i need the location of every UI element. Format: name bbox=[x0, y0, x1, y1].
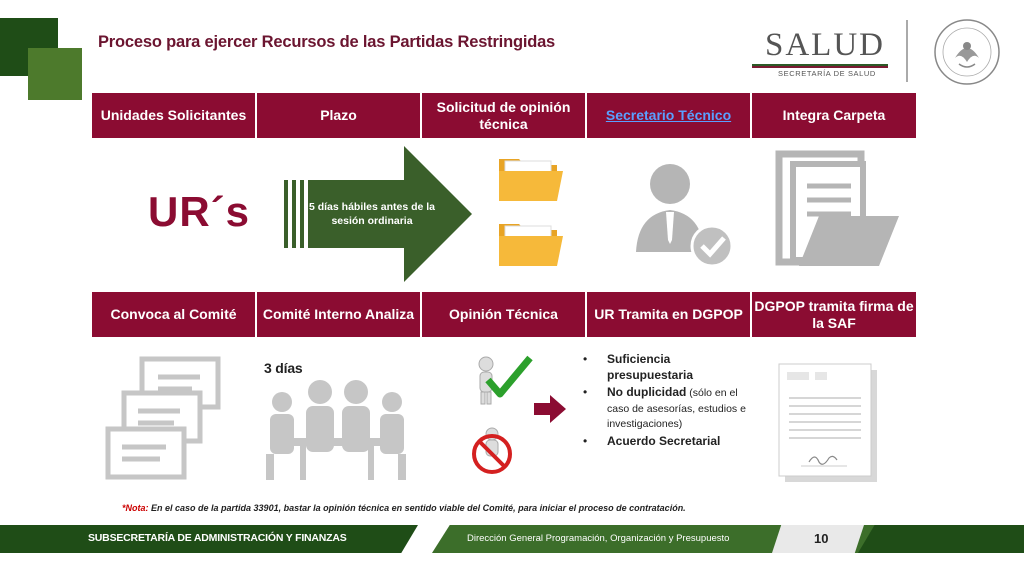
plazo-description: 5 días hábiles antes de la sesión ordina… bbox=[308, 201, 436, 228]
header-opinion-tecnica: Opinión Técnica bbox=[422, 292, 585, 337]
page-number-box bbox=[772, 525, 864, 553]
salud-logo-subtitle: SECRETARÍA DE SALUD bbox=[778, 69, 876, 78]
dias-label: 3 días bbox=[264, 360, 303, 376]
arrow-right-icon bbox=[284, 146, 472, 282]
opinion-criteria-list: Suficiencia presupuestaria No duplicidad… bbox=[577, 352, 752, 452]
arrow-right-icon bbox=[534, 395, 566, 423]
list-item: No duplicidad (sólo en el caso de asesor… bbox=[577, 385, 752, 432]
meeting-people-icon bbox=[266, 380, 406, 480]
note-label: *Nota: bbox=[122, 503, 149, 513]
list-item: Acuerdo Secretarial bbox=[577, 434, 752, 450]
partida-note: *Nota: En el caso de la partida 33901, b… bbox=[122, 503, 686, 513]
header-integra-carpeta: Integra Carpeta bbox=[752, 93, 916, 138]
footer-left-bar bbox=[0, 525, 418, 553]
page-title: Proceso para ejercer Recursos de las Par… bbox=[98, 33, 556, 51]
folder-icon bbox=[499, 224, 563, 266]
documents-folder-icon bbox=[775, 150, 899, 266]
header-convoca-comite: Convoca al Comité bbox=[92, 292, 255, 337]
header-ur-tramita: UR Tramita en DGPOP bbox=[587, 292, 750, 337]
header-dgpop-tramita: DGPOP tramita firma de la SAF bbox=[752, 292, 916, 337]
reject-figure-icon bbox=[472, 427, 512, 474]
stacked-cards-icon bbox=[105, 356, 221, 480]
salud-logo-word: SALUD bbox=[765, 27, 886, 63]
signed-document-icon bbox=[778, 363, 877, 482]
header-solicitud-opinion: Solicitud de opinión técnica bbox=[422, 93, 585, 138]
header-unidades-solicitantes: Unidades Solicitantes bbox=[92, 93, 255, 138]
logo-divider bbox=[906, 20, 908, 82]
urs-label: UR´s bbox=[148, 188, 251, 235]
logo-line-red bbox=[752, 66, 888, 68]
page-number: 10 bbox=[814, 531, 829, 546]
header-plazo: Plazo bbox=[257, 93, 420, 138]
national-seal-icon bbox=[934, 19, 1000, 85]
footer-subsecretaria: SUBSECRETARÍA DE ADMINISTRACIÓN Y FINANZ… bbox=[88, 532, 347, 544]
footer-direccion: Dirección General Programación, Organiza… bbox=[467, 533, 730, 544]
approve-figure-icon bbox=[478, 355, 533, 405]
secretario-tecnico-link[interactable]: Secretario Técnico bbox=[605, 107, 732, 124]
header-comite-analiza: Comité Interno Analiza bbox=[257, 292, 420, 337]
user-check-icon bbox=[636, 164, 734, 268]
list-item: Suficiencia presupuestaria bbox=[577, 352, 752, 383]
folder-icon bbox=[499, 159, 563, 201]
corner-square-light bbox=[28, 48, 82, 100]
header-secretario-tecnico[interactable]: Secretario Técnico bbox=[587, 93, 750, 138]
footer-stripe bbox=[858, 525, 1024, 553]
logo-line-green bbox=[752, 64, 888, 66]
